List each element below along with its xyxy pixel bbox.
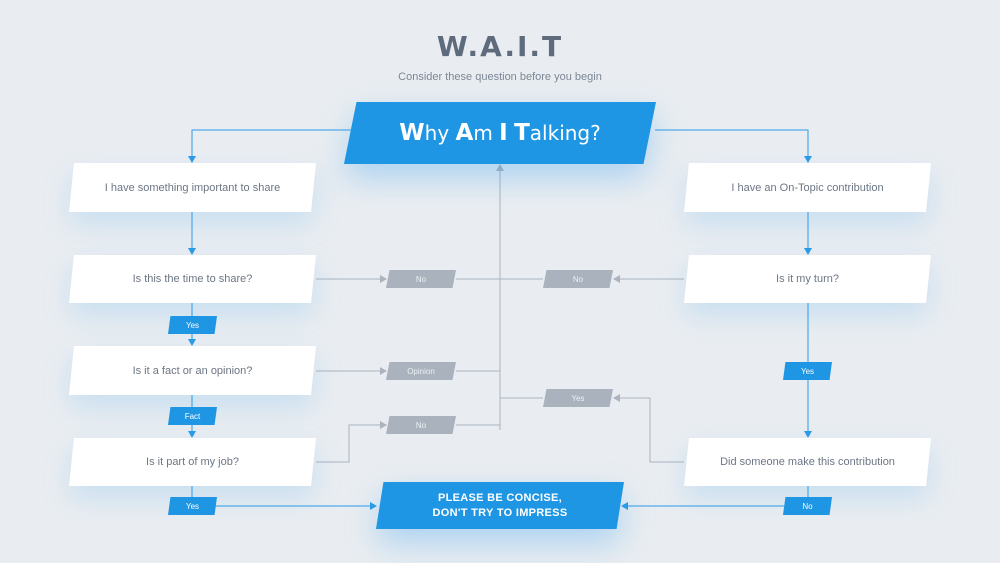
connector-main-to-right: [655, 129, 812, 163]
tag-mid-no-2: No: [386, 416, 456, 434]
tag-left-yes-1: Yes: [168, 316, 217, 334]
tag-right-no-2: No: [783, 497, 832, 515]
tag-right-yes-2: Yes: [543, 389, 613, 407]
left-question-1-box: Is this the time to share?: [69, 255, 316, 303]
right-question-2-box: Did someone make this contribution: [684, 438, 931, 486]
connector-left-yes-to-final: [191, 486, 377, 510]
connector-right-no-to-final: [621, 486, 809, 510]
tag-right-yes-1: Yes: [783, 362, 832, 380]
right-start-box: I have an On-Topic contribution: [684, 163, 931, 212]
tag-mid-no-1: No: [386, 270, 456, 288]
page-title: W.A.I.T: [436, 30, 564, 63]
main-question-text: Why Am I Talking?: [399, 120, 601, 146]
tag-right-no-1: No: [543, 270, 613, 288]
connector-right-q2-yes: [613, 394, 684, 463]
tag-mid-opinion: Opinion: [386, 362, 456, 380]
left-start-box: I have something important to share: [69, 163, 316, 212]
connector-left-q3-no: [316, 421, 387, 463]
connector-main-to-left: [188, 129, 355, 163]
tag-left-yes-2: Yes: [168, 497, 217, 515]
left-question-3-box: Is it part of my job?: [69, 438, 316, 486]
final-advice-box: PLEASE BE CONCISE, DON'T TRY TO IMPRESS: [376, 482, 624, 529]
tag-left-fact: Fact: [168, 407, 217, 425]
right-question-1-box: Is it my turn?: [684, 255, 931, 303]
final-advice-text: PLEASE BE CONCISE, DON'T TRY TO IMPRESS: [432, 491, 568, 519]
main-question-box: Why Am I Talking?: [344, 102, 656, 164]
left-question-2-box: Is it a fact or an opinion?: [69, 346, 316, 395]
page-subtitle: Consider these question before you begin: [398, 71, 602, 83]
